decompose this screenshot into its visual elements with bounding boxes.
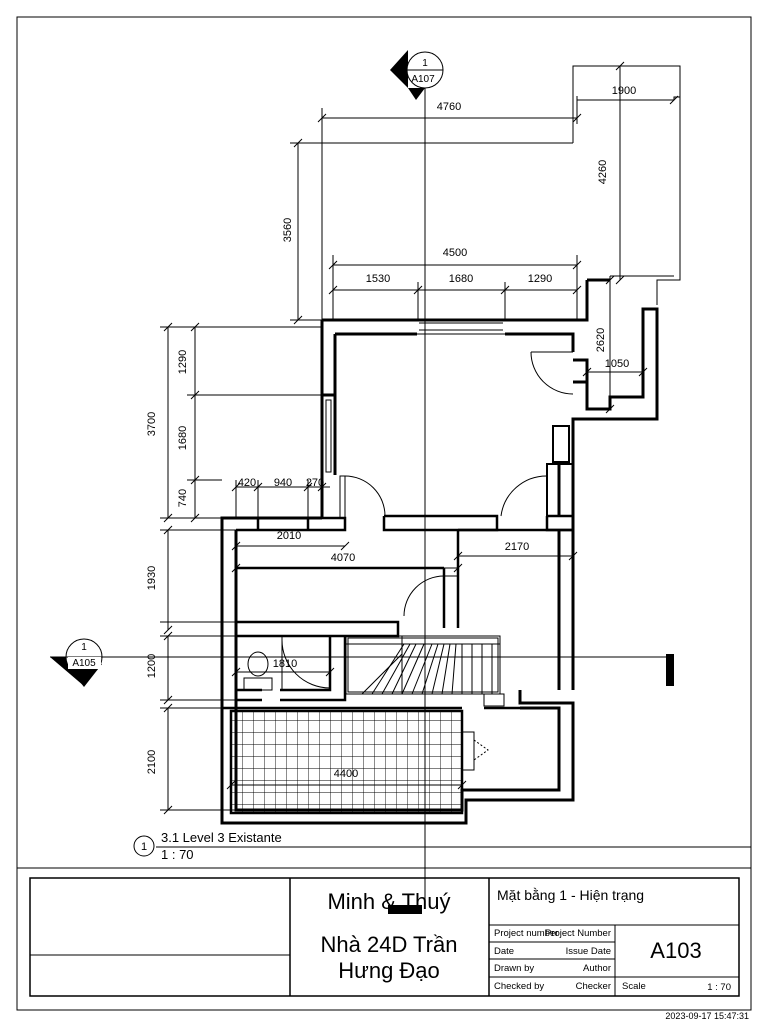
dim-left-1680: 1680 [177, 426, 189, 450]
window-west-hall [339, 475, 346, 519]
project-name-line2: Hưng Đạo [338, 958, 440, 983]
drawn-by-value: Author [583, 963, 611, 974]
dimension-labels: 4760 1900 4260 3560 4500 1530 1680 1290 … [146, 85, 636, 780]
section-marker-left[interactable]: 1 A105 [50, 638, 103, 687]
dim-right-2620: 2620 [595, 328, 607, 352]
right-niche [552, 425, 570, 463]
staircase [345, 635, 505, 707]
dim-w-270: 270 [306, 477, 324, 489]
date-label: Date [494, 946, 514, 957]
section-marker-top[interactable]: 1 A107 [390, 50, 444, 100]
dim-seg-1680: 1680 [449, 273, 473, 285]
dim-upper-width: 4500 [443, 247, 467, 259]
dim-w-2170: 2170 [505, 541, 529, 553]
drawn-by-label: Drawn by [494, 963, 534, 974]
section-left-sheet: A105 [72, 658, 96, 669]
title-block [17, 867, 751, 997]
project-name-line1: Nhà 24D Trần [321, 932, 458, 957]
section-left-number: 1 [81, 642, 87, 653]
dim-left-2100: 2100 [146, 750, 158, 774]
section-top-number: 1 [422, 58, 428, 69]
client-name: Minh & Thuý [327, 889, 450, 914]
dim-w-4070: 4070 [331, 552, 355, 564]
sheet-title: Mặt bằng 1 - Hiện trạng [497, 887, 644, 903]
sheet-number: A103 [650, 938, 701, 963]
checked-by-label: Checked by [494, 981, 544, 992]
dim-left-3700: 3700 [146, 412, 158, 436]
view-number-circle [133, 835, 155, 857]
section-top-sheet: A107 [411, 74, 435, 85]
dim-balcony-height: 4260 [597, 160, 609, 184]
tiled-terrace [229, 709, 464, 815]
floor-plan [50, 65, 751, 914]
dim-w-2010: 2010 [277, 530, 301, 542]
scale-label: Scale [622, 981, 646, 992]
section-end-marker-bottom [388, 905, 422, 914]
sheet-border [16, 16, 752, 1011]
dim-w-420: 420 [238, 477, 256, 489]
dim-left-1290: 1290 [177, 350, 189, 374]
dim-balcony-width: 1900 [612, 85, 636, 97]
view-number: 1 [141, 841, 147, 853]
dim-w-4400: 4400 [334, 768, 358, 780]
print-timestamp: 2023-09-17 15:47:31 [665, 1011, 749, 1021]
project-number-label: Project number [494, 928, 558, 939]
dim-left-1930: 1930 [146, 566, 158, 590]
dim-top-overall: 4760 [437, 101, 461, 113]
scale-value: 1 : 70 [707, 982, 731, 993]
window-north-west [325, 399, 332, 473]
terrace-fixture [461, 731, 489, 771]
dim-upper-height: 3560 [282, 218, 294, 242]
dim-w-940: 940 [274, 477, 292, 489]
view-title: 1 3.1 Level 3 Existante 1 : 70 [133, 830, 282, 862]
view-name: 3.1 Level 3 Existante [161, 830, 282, 845]
checked-by-value: Checker [576, 981, 611, 992]
section-end-marker-right [666, 654, 674, 686]
dim-w-1810: 1810 [273, 658, 297, 670]
title-block-text: Minh & Thuý Nhà 24D Trần Hưng Đạo Mặt bằ… [321, 887, 749, 1021]
date-value: Issue Date [566, 946, 611, 957]
dim-seg-1290: 1290 [528, 273, 552, 285]
dim-right-1050: 1050 [605, 358, 629, 370]
dim-seg-1530: 1530 [366, 273, 390, 285]
dim-left-740: 740 [177, 489, 189, 507]
project-number-value: Project Number [545, 928, 611, 939]
dimension-lines [160, 61, 679, 815]
exterior-walls [220, 278, 659, 825]
toilet [243, 651, 273, 691]
dim-left-1200: 1200 [146, 654, 158, 678]
right-column [546, 463, 574, 517]
view-scale: 1 : 70 [161, 847, 194, 862]
door-swings [281, 351, 574, 690]
